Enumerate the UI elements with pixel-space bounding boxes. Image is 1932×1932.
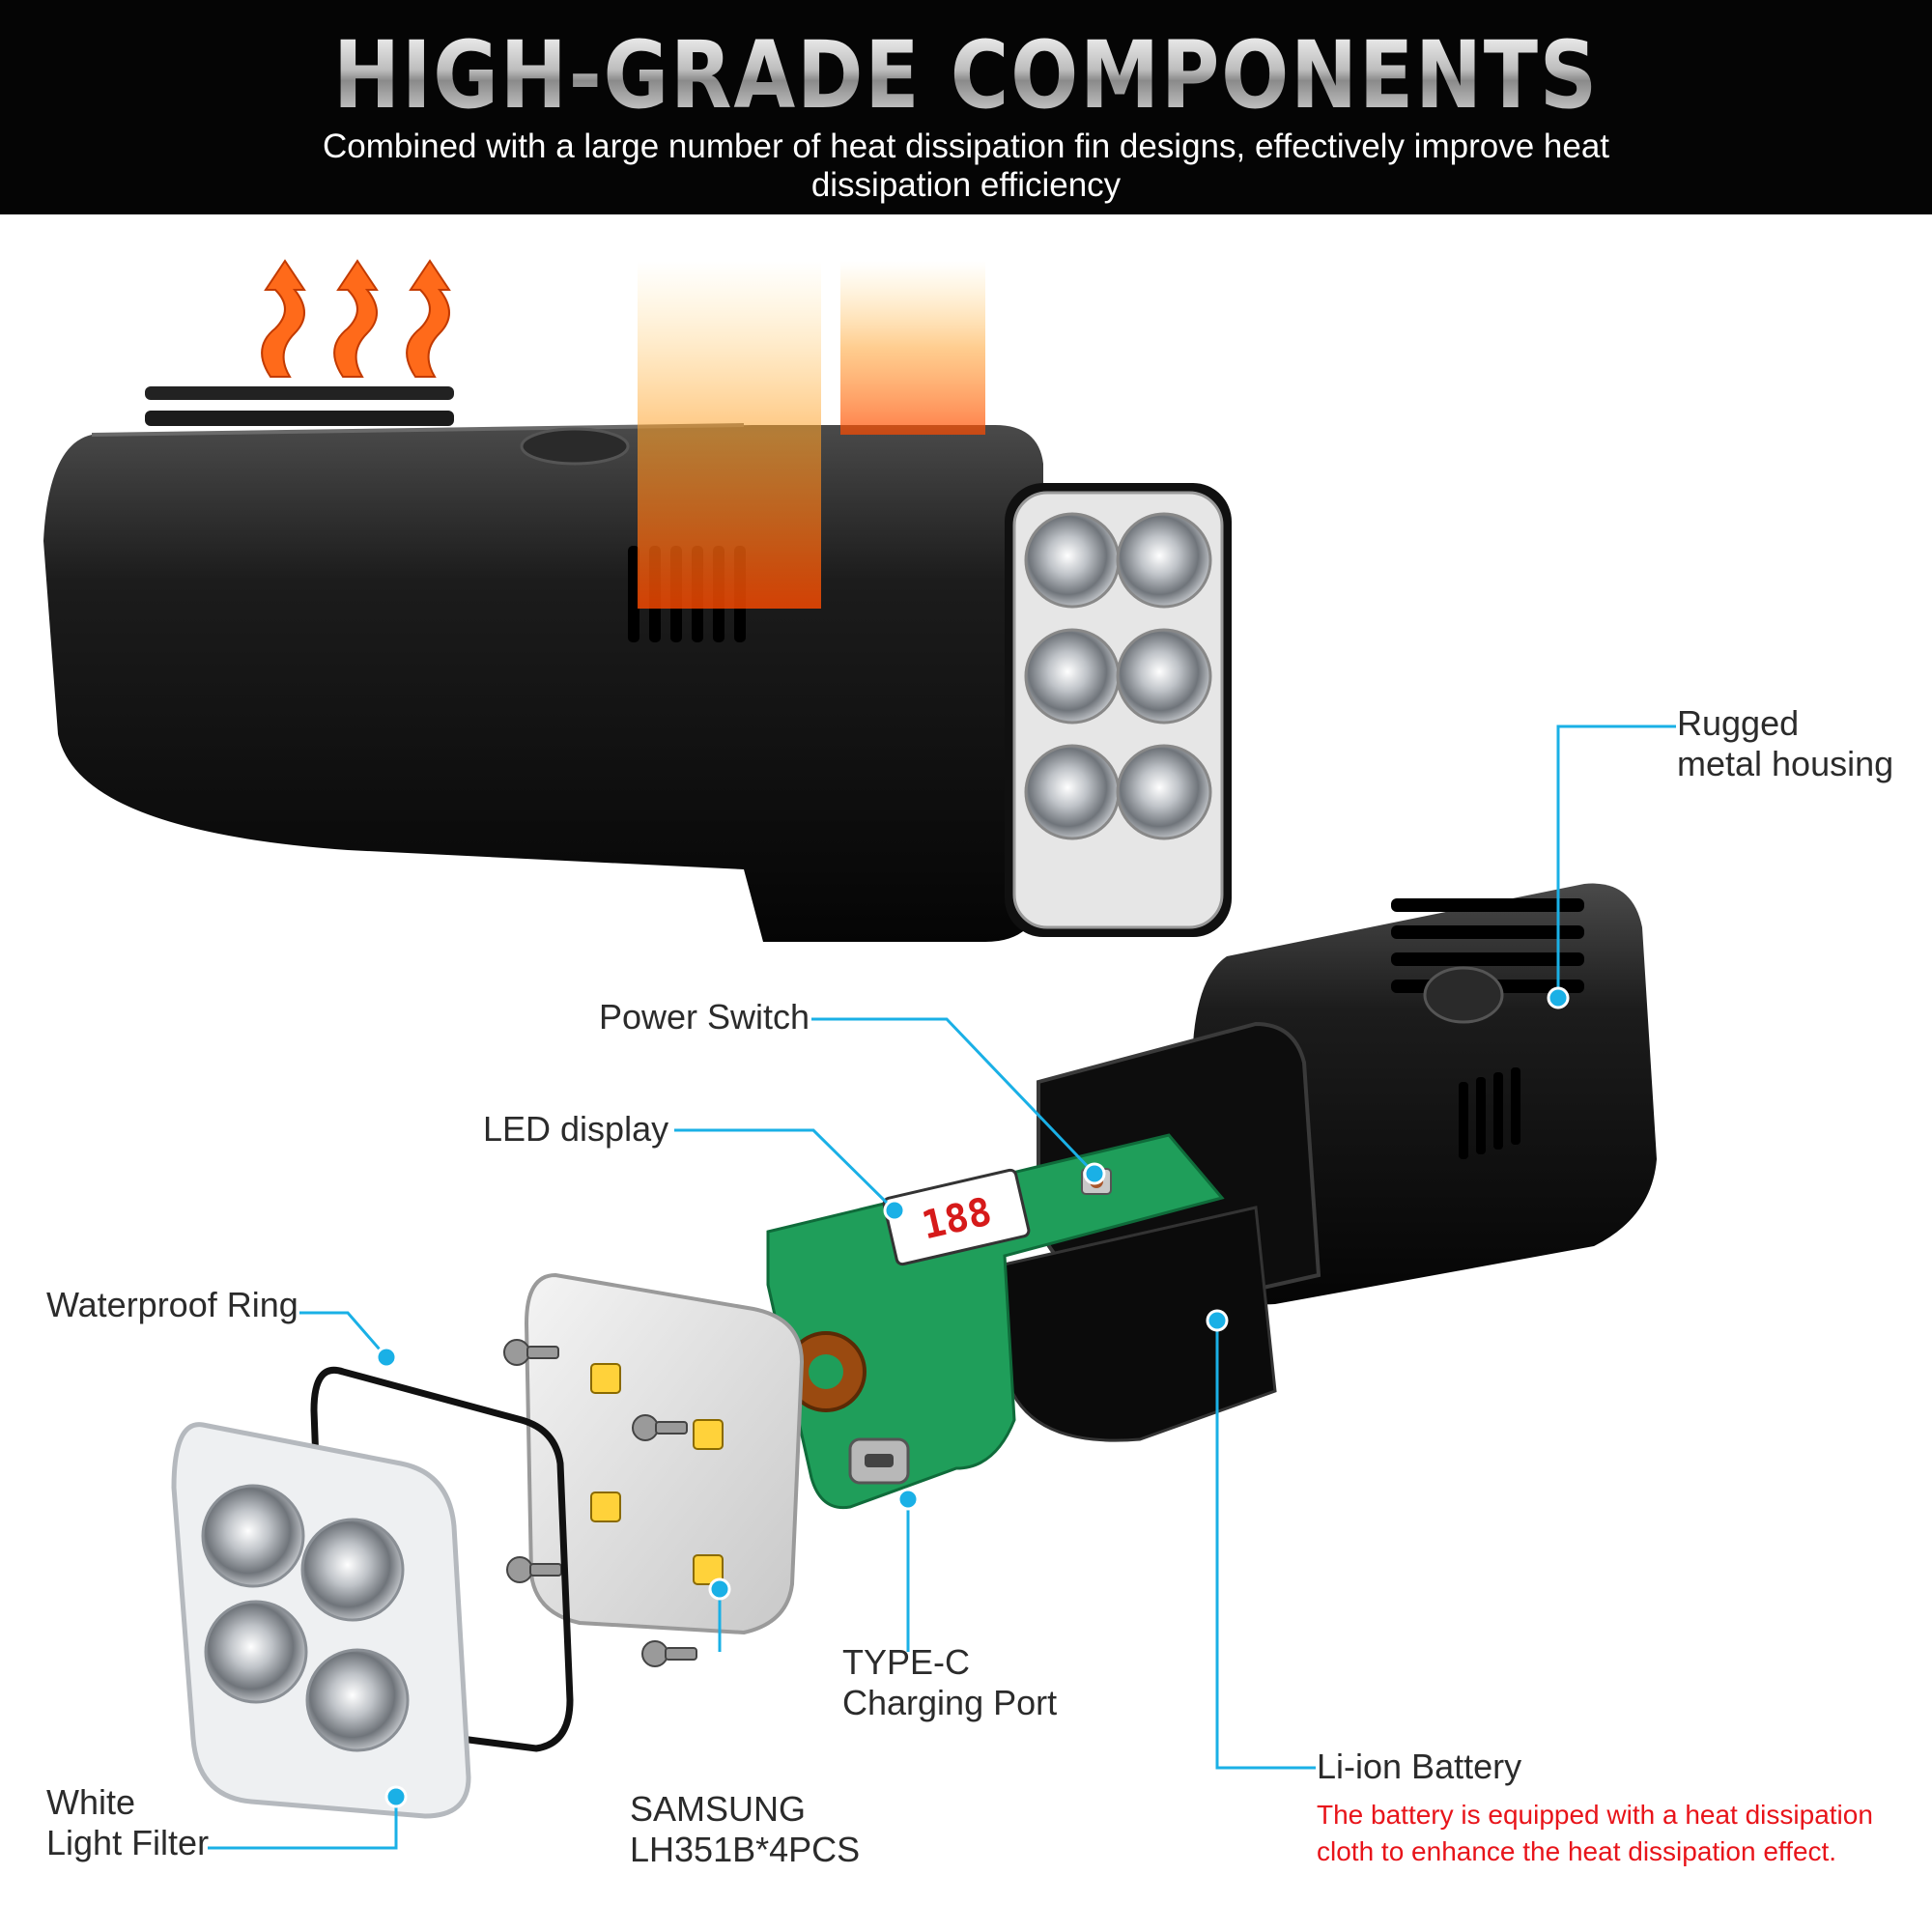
label-power-switch: Power Switch <box>599 997 810 1037</box>
callout-dots <box>375 986 1570 1808</box>
label-housing: Rugged metal housing <box>1677 703 1894 783</box>
label-battery: Li-ion Battery <box>1317 1747 1522 1786</box>
callout-lines <box>208 724 1676 1850</box>
label-leds: SAMSUNG LH351B*4PCS <box>630 1789 861 1869</box>
screws <box>503 1339 697 1667</box>
label-filter: White Light Filter <box>46 1782 210 1862</box>
page-subtitle: Combined with a large number of heat dis… <box>322 128 1610 204</box>
light-filter <box>171 1422 471 1819</box>
label-type-c: TYPE-C Charging Port <box>842 1642 1058 1722</box>
header-banner: HIGH-GRADE COMPONENTS Combined with a la… <box>0 0 1932 214</box>
label-waterproof-ring: Waterproof Ring <box>46 1285 298 1324</box>
label-led-display: LED display <box>483 1109 669 1149</box>
battery-note: The battery is equipped with a heat diss… <box>1317 1800 1873 1866</box>
led-plate <box>524 1272 805 1635</box>
flashlight-top <box>43 259 1232 942</box>
page-title: HIGH-GRADE COMPONENTS <box>135 21 1797 129</box>
